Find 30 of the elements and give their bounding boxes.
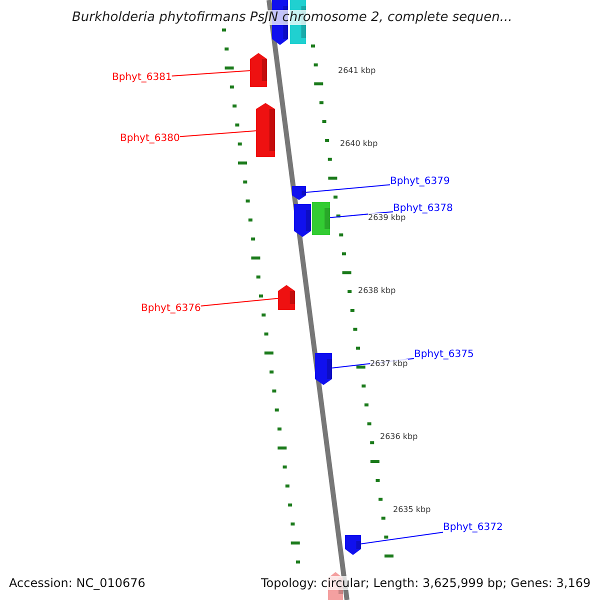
footer-text: Accession: NC_010676 (9, 576, 146, 590)
scale-label: 2639 kbp (368, 213, 406, 223)
footer-text: Topology: circular; Length: 3,625,999 bp; Genes: 3,169 (261, 576, 591, 590)
gene-label: Bphyt_6378 (393, 203, 453, 215)
gene-marker (256, 103, 275, 157)
gene-label: Bphyt_6372 (443, 522, 503, 534)
leader-line (306, 184, 390, 193)
gene-label: Bphyt_6376 (141, 303, 201, 315)
scale-label: 2641 kbp (338, 66, 376, 76)
leader-line (171, 70, 250, 76)
gene-marker (292, 186, 306, 200)
leader-line (179, 130, 256, 138)
gene-label: Bphyt_6375 (414, 349, 474, 361)
gene-marker (250, 53, 267, 87)
gene-marker (278, 285, 295, 310)
gene-label: Bphyt_6381 (112, 72, 172, 84)
scale-label: 2637 kbp (370, 359, 408, 369)
scale-label: 2640 kbp (340, 139, 378, 149)
scale-label: 2636 kbp (380, 432, 418, 442)
leader-line (200, 298, 278, 307)
gene-label: Bphyt_6380 (120, 133, 180, 145)
scale-label: 2638 kbp (358, 286, 396, 296)
gene-marker (294, 204, 311, 237)
gene-block (312, 202, 330, 235)
gene-label: Bphyt_6379 (390, 176, 450, 188)
title: Burkholderia phytofirmans PsJN chromosome 2, complete sequen... (72, 10, 512, 25)
scale-label: 2635 kbp (393, 505, 431, 515)
leader-line (360, 532, 444, 544)
gene-marker (345, 535, 361, 555)
gene-marker (315, 353, 332, 385)
